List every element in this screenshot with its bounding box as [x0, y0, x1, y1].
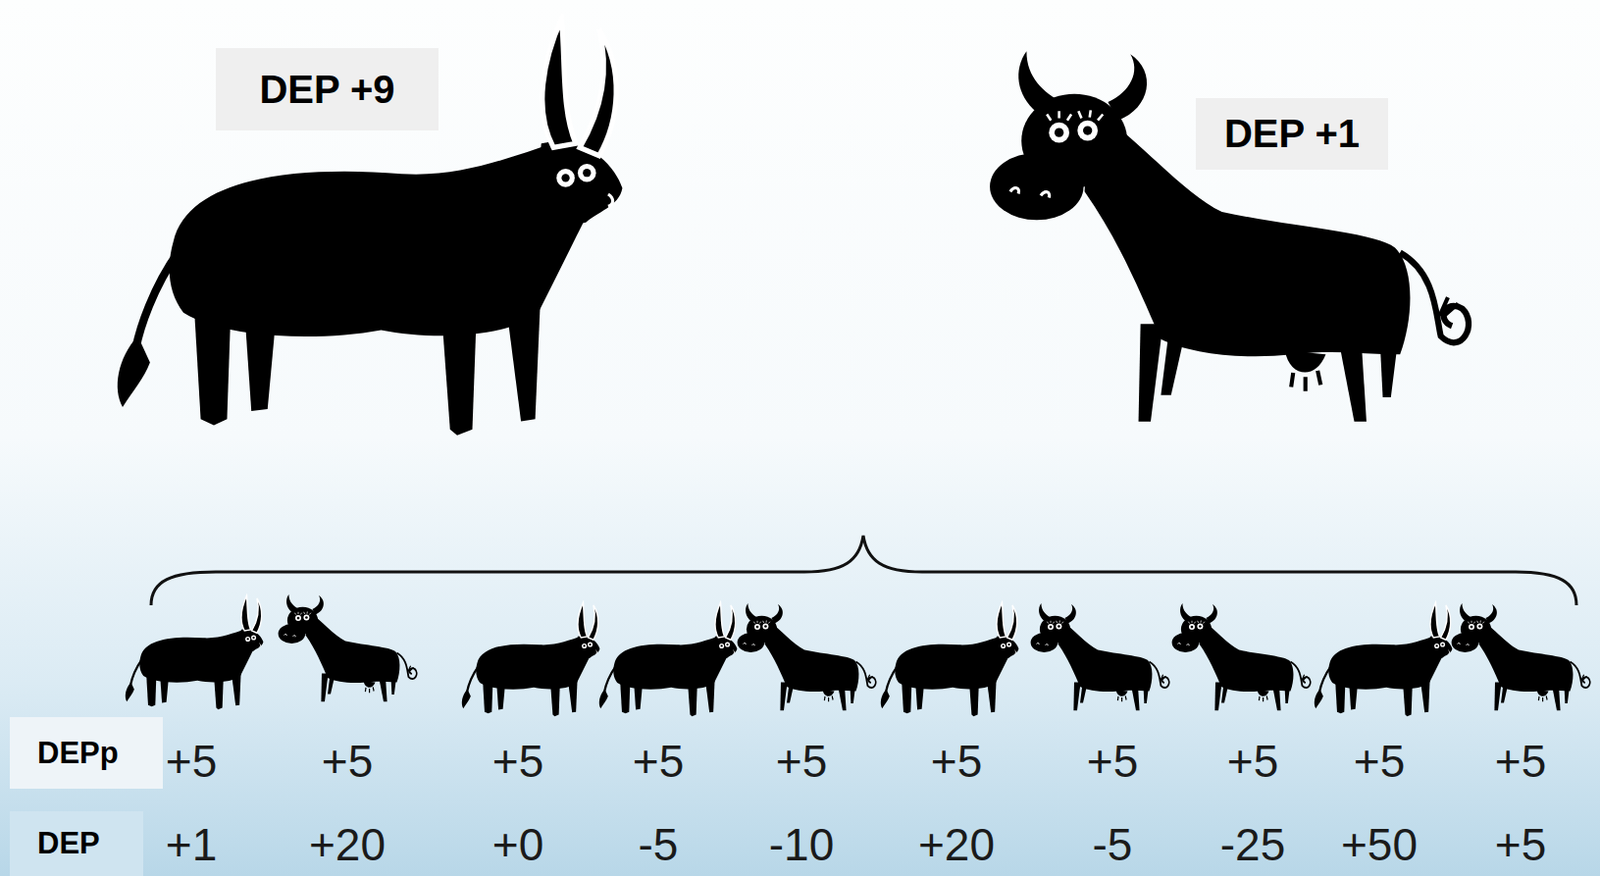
dep-label: DEP [37, 825, 101, 862]
calf-cow [278, 594, 417, 702]
table-cell: +5 [1495, 738, 1547, 784]
table-cell: -10 [769, 822, 834, 868]
table-cell: -5 [638, 822, 679, 868]
row-header-box: DEPp [9, 717, 163, 789]
dep-label: DEP +9 [258, 67, 395, 112]
table-cell: +5 [165, 738, 217, 784]
table-cell: +5 [632, 738, 684, 784]
table-cell: +5 [1086, 738, 1138, 784]
bull-figure [117, 18, 623, 436]
table-cell: +20 [309, 822, 386, 868]
calf-bull [599, 602, 738, 717]
calf-bull [880, 602, 1020, 717]
row-header-box: DEP [9, 811, 144, 876]
table-cell: +5 [1495, 822, 1547, 868]
table-cell: +0 [492, 822, 544, 868]
dep-label: DEP +1 [1224, 111, 1360, 156]
table-cell: +5 [930, 738, 982, 784]
table-cell: +5 [492, 738, 544, 784]
table-cell: +5 [1353, 738, 1405, 784]
calf-cow [1031, 603, 1170, 711]
calf-cow [1451, 603, 1591, 711]
calf-cow [1172, 603, 1311, 711]
dam-dep-box: DEP +1 [1195, 98, 1389, 170]
table-cell: +5 [1227, 738, 1279, 784]
offspring-bracket [151, 535, 1577, 606]
calf-cow [737, 603, 877, 711]
calf-bull [462, 602, 601, 717]
table-cell: -5 [1092, 822, 1134, 868]
dep-label: DEPp [37, 735, 119, 772]
sire-dep-box: DEP +9 [215, 48, 439, 131]
table-cell: +5 [321, 738, 373, 784]
cow-figure [989, 51, 1469, 422]
table-cell: +20 [918, 822, 995, 868]
table-cell: +5 [775, 738, 827, 784]
calf-bull [1314, 602, 1453, 717]
table-cell: +1 [165, 822, 217, 868]
table-cell: +50 [1341, 822, 1418, 868]
calf-bull [125, 595, 264, 710]
table-cell: -25 [1220, 822, 1286, 868]
